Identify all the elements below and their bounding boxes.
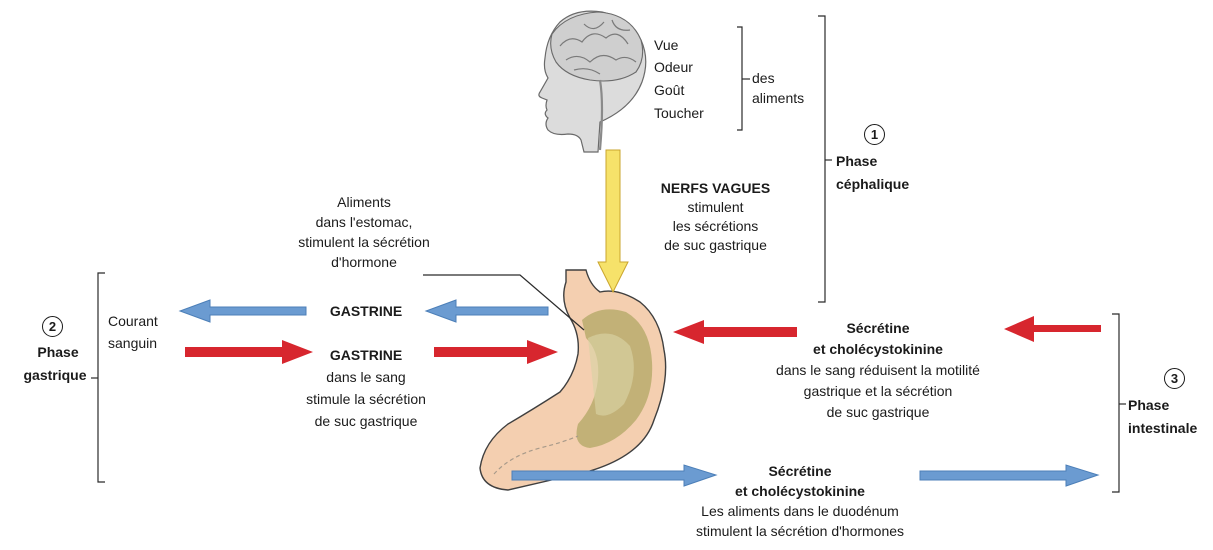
phase2-label-1: Phase bbox=[26, 343, 90, 362]
sense-taste: Goût bbox=[654, 81, 684, 100]
senses-suffix-2: aliments bbox=[752, 89, 804, 108]
vagus-line-2: les sécrétions bbox=[628, 217, 803, 236]
sense-sight: Vue bbox=[654, 36, 678, 55]
food-stomach-text: Aliments dans l'estomac, stimulent la sé… bbox=[280, 192, 448, 272]
food-stomach-line-2: dans l'estomac, bbox=[280, 212, 448, 232]
gastrin-mid-line-2: stimule la sécrétion bbox=[286, 388, 446, 410]
secretin-bottom-title-2: et cholécystokinine bbox=[680, 481, 920, 501]
head-illustration bbox=[539, 11, 646, 152]
vagus-text: NERFS VAGUES stimulent les sécrétions de… bbox=[628, 179, 803, 255]
food-stomach-line-4: d'hormone bbox=[280, 252, 448, 272]
blue-arrow-to-intestinal bbox=[920, 465, 1098, 486]
phase3-label-2: intestinale bbox=[1128, 419, 1197, 438]
gastrin-mid-text: GASTRINE dans le sang stimule la sécréti… bbox=[286, 344, 446, 432]
secretin-right-line-3: de suc gastrique bbox=[766, 402, 990, 423]
blood-line-1: Courant bbox=[108, 312, 158, 331]
secretin-right-text: Sécrétine et cholécystokinine dans le sa… bbox=[766, 318, 990, 423]
gastrin-mid-line-1: dans le sang bbox=[286, 366, 446, 388]
phase1-number: 1 bbox=[864, 124, 885, 145]
secretin-bottom-line-1: Les aliments dans le duodénum bbox=[680, 501, 920, 521]
sense-touch: Toucher bbox=[654, 104, 704, 123]
vagus-arrow bbox=[598, 150, 628, 292]
phase1-label-2: céphalique bbox=[836, 175, 909, 194]
red-return-arrow bbox=[1004, 316, 1101, 457]
food-stomach-line-1: Aliments bbox=[280, 192, 448, 212]
sense-smell: Odeur bbox=[654, 58, 693, 77]
secretin-right-title-1: Sécrétine bbox=[766, 318, 990, 339]
phase3-number: 3 bbox=[1164, 368, 1185, 389]
senses-suffix-1: des bbox=[752, 69, 775, 88]
phase3-label-1: Phase bbox=[1128, 396, 1169, 415]
intestinal-bracket bbox=[1112, 314, 1119, 492]
secretin-right-line-1: dans le sang réduisent la motilité bbox=[766, 360, 990, 381]
blue-arrow-to-blood bbox=[180, 300, 306, 322]
blood-line-2: sanguin bbox=[108, 334, 157, 353]
phase2-label-2: gastrique bbox=[20, 366, 90, 385]
cephalic-bracket bbox=[818, 16, 825, 302]
blue-arrow-from-stomach bbox=[426, 300, 548, 322]
phase2-number: 2 bbox=[42, 316, 63, 337]
secretin-bottom-text: Sécrétine et cholécystokinine Les alimen… bbox=[680, 461, 920, 541]
gastrin-mid-title: GASTRINE bbox=[286, 344, 446, 366]
red-arrow-to-stomach bbox=[434, 340, 558, 364]
gastrin-mid-line-3: de suc gastrique bbox=[286, 410, 446, 432]
secretin-bottom-title-1: Sécrétine bbox=[680, 461, 920, 481]
phase1-label-1: Phase bbox=[836, 152, 877, 171]
gastrin-top-label: GASTRINE bbox=[306, 302, 426, 321]
senses-bracket bbox=[737, 27, 742, 130]
vagus-line-1: stimulent bbox=[628, 198, 803, 217]
stomach-illustration bbox=[480, 270, 666, 490]
gastric-bracket bbox=[98, 273, 105, 482]
pointer-line bbox=[423, 275, 584, 330]
vagus-title: NERFS VAGUES bbox=[628, 179, 803, 198]
food-stomach-line-3: stimulent la sécrétion bbox=[280, 232, 448, 252]
secretin-right-line-2: gastrique et la sécrétion bbox=[766, 381, 990, 402]
secretin-right-title-2: et cholécystokinine bbox=[766, 339, 990, 360]
vagus-line-3: de suc gastrique bbox=[628, 236, 803, 255]
secretin-bottom-line-2: stimulent la sécrétion d'hormones bbox=[680, 521, 920, 541]
